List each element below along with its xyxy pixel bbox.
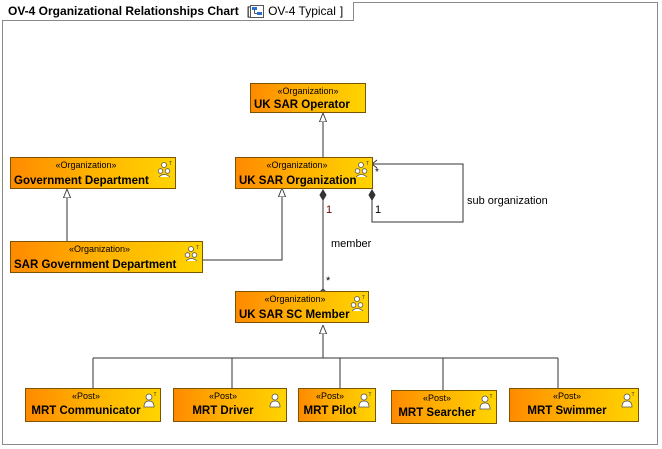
svg-text:T: T bbox=[169, 161, 172, 167]
stereotype-label: «Organization» bbox=[264, 294, 326, 304]
stereotype-label: «Post» bbox=[71, 391, 101, 401]
svg-text:T: T bbox=[196, 245, 199, 251]
node-mrt-communicator[interactable]: «Post» MRT Communicator T bbox=[25, 388, 161, 422]
sub-organization-label: sub organization bbox=[467, 195, 548, 207]
organization-icon: T bbox=[350, 295, 365, 312]
stereotype-label: «Post» bbox=[315, 391, 345, 401]
diagram-ref-label: OV-4 Typical bbox=[268, 4, 336, 18]
node-uk-sar-organization[interactable]: «Organization» UK SAR Organization T bbox=[235, 157, 373, 189]
node-mrt-driver[interactable]: «Post» MRT Driver bbox=[173, 388, 287, 422]
sub-organization-mult-target: * bbox=[375, 167, 379, 178]
node-sar-government-department[interactable]: «Organization» SAR Government Department… bbox=[10, 241, 203, 273]
generalization-sargov-organization bbox=[203, 188, 282, 261]
node-name: MRT Driver bbox=[192, 405, 254, 417]
post-icon: T bbox=[358, 392, 372, 408]
organization-icon: T bbox=[157, 161, 172, 178]
svg-text:T: T bbox=[490, 394, 493, 400]
svg-text:T: T bbox=[369, 392, 372, 398]
node-name: SAR Government Department bbox=[14, 259, 177, 271]
stereotype-label: «Organization» bbox=[277, 86, 339, 96]
frame-header: OV-4 Organizational Relationships Chart … bbox=[2, 2, 355, 21]
stereotype-label: «Post» bbox=[422, 393, 452, 403]
stereotype-label: «Organization» bbox=[68, 244, 131, 254]
post-icon: T bbox=[479, 394, 493, 410]
post-icon: T bbox=[621, 392, 635, 408]
node-mrt-searcher[interactable]: «Post» MRT Searcher T bbox=[391, 390, 497, 424]
node-government-department[interactable]: «Organization» Government Department T bbox=[10, 157, 176, 189]
node-uk-sar-operator[interactable]: «Organization» UK SAR Operator bbox=[250, 83, 366, 113]
frame-title: OV-4 Organizational Relationships Chart bbox=[8, 4, 239, 18]
bracket-open: [ bbox=[246, 4, 251, 18]
node-name: MRT Swimmer bbox=[527, 405, 607, 417]
diagram-frame bbox=[2, 2, 658, 445]
post-icon bbox=[269, 393, 281, 408]
diagram-reference[interactable]: OV-4 Typical bbox=[250, 4, 336, 18]
composition-diamond-sub bbox=[368, 189, 376, 201]
node-name: MRT Searcher bbox=[398, 407, 476, 419]
node-mrt-pilot[interactable]: «Post» MRT Pilot T bbox=[298, 388, 376, 422]
composition-diamond-member bbox=[319, 189, 327, 201]
node-name: Government Department bbox=[14, 175, 149, 187]
member-label: member bbox=[331, 238, 372, 250]
node-mrt-swimmer[interactable]: «Post» MRT Swimmer T bbox=[509, 388, 639, 422]
node-name: MRT Communicator bbox=[31, 405, 141, 417]
organization-icon: T bbox=[184, 245, 199, 262]
stereotype-label: «Post» bbox=[552, 391, 582, 401]
node-name: UK SAR Organization bbox=[239, 175, 357, 187]
member-mult-source: 1 bbox=[326, 204, 333, 216]
bracket-close: ] bbox=[339, 4, 344, 18]
stereotype-label: «Organization» bbox=[266, 160, 328, 170]
svg-text:T: T bbox=[366, 161, 369, 167]
svg-text:T: T bbox=[154, 392, 157, 398]
node-name: UK SAR SC Member bbox=[239, 309, 350, 321]
organization-icon: T bbox=[354, 161, 369, 178]
sub-organization-mult-source: 1 bbox=[375, 204, 382, 216]
node-uk-sar-sc-member[interactable]: «Organization» UK SAR SC Member T bbox=[235, 291, 369, 323]
node-name: UK SAR Operator bbox=[254, 99, 350, 111]
association-sub-organization bbox=[371, 163, 464, 223]
node-name: MRT Pilot bbox=[303, 405, 357, 417]
member-mult-target: * bbox=[326, 275, 331, 287]
svg-text:T: T bbox=[632, 392, 635, 398]
diagram-icon bbox=[250, 4, 265, 18]
post-icon: T bbox=[143, 392, 157, 408]
stereotype-label: «Organization» bbox=[55, 160, 117, 170]
svg-text:T: T bbox=[362, 295, 365, 301]
stereotype-label: «Post» bbox=[208, 391, 238, 401]
